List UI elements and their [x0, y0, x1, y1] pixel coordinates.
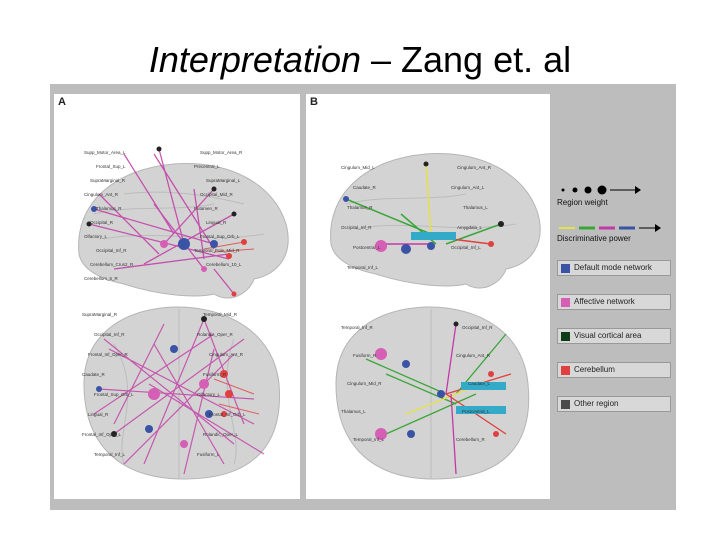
region-label: Temporal_Inf_R	[341, 325, 374, 330]
legend-other-label: Other region	[574, 399, 619, 408]
region-label: Rolandic_Oper_L	[203, 432, 239, 437]
slide-title-rest: – Zang et. al	[361, 39, 572, 80]
panel-b-graphic: Cingulum_Mid_L Cingulum_Ant_R Caudate_R Cin…	[330, 153, 541, 480]
panel-a-bottom-nodes	[96, 316, 233, 448]
region-label: Thalamus_L	[341, 409, 366, 414]
region-label: Cingulum_Ant_R	[457, 165, 492, 170]
region-label: Temporal_Mid_R	[203, 312, 238, 317]
brain-sagittal-b	[330, 153, 541, 289]
region-label: Frontal_Inf_Oper_L	[82, 432, 122, 437]
figure: A	[50, 84, 676, 510]
legend-swatch	[561, 298, 570, 307]
region-label: Fusiform_R	[203, 372, 227, 377]
region-label: SupraMarginal_L	[206, 178, 241, 183]
region-label: SupraMarginal_R	[90, 178, 126, 183]
region-label: Cingulum_Mid_R	[347, 381, 382, 386]
slide-title-italic: Interpretation	[148, 39, 361, 80]
panel-b-bottom-bar-1	[461, 382, 506, 390]
region-label: Amygdala_L	[457, 225, 483, 230]
legend-swatch	[561, 264, 570, 273]
region-label: Cerebellum_6_R	[84, 276, 119, 281]
legend-cerebellum: Cerebellum	[557, 362, 671, 378]
region-label: Thalamus_R	[347, 205, 373, 210]
legend-affective: Affective network	[557, 294, 671, 310]
legend-affective-label: Affective network	[574, 297, 635, 306]
region-label: Caudate_R	[82, 372, 106, 377]
region-label: Occipital_Mid_R	[200, 192, 234, 197]
region-label: Putamen_R	[194, 206, 219, 211]
panel-a-top-red-edges	[203, 241, 255, 253]
region-label: Occipital_Inf_R	[94, 332, 125, 337]
panel-b-top-bar	[411, 232, 456, 240]
region-label: Occipital_Inf_R	[341, 225, 372, 230]
region-label: Occipital_Inf_R	[462, 325, 493, 330]
legend-visual-label: Visual cortical area	[574, 331, 642, 340]
panel-a-graphic: Supp_Motor_Area_L Supp_Motor_Area_R Fronta…	[78, 146, 289, 480]
discriminative-power-label: Discriminative power	[557, 234, 631, 243]
region-label: Postcentral_L	[462, 409, 490, 414]
region-label: Caudate_R	[353, 185, 377, 190]
panel-a-letter: A	[58, 96, 66, 108]
region-label: Temporal_Inf_L	[353, 437, 385, 442]
region-label: Temporal_Inf_L	[94, 452, 126, 457]
region-label: Occipital_Inf_L	[451, 245, 481, 250]
region-label: SupraMarginal_R	[82, 312, 118, 317]
region-label: Lingual_R	[206, 220, 227, 225]
discriminative-power-lines	[559, 224, 661, 232]
legend-swatch	[561, 400, 570, 409]
region-label: Supp_Motor_Area_L	[84, 150, 126, 155]
region-label: Cingulum_Ant_L	[451, 185, 485, 190]
region-label: Cerebellum_R	[456, 437, 486, 442]
region-label: Frontal_Inf_Oper_R	[88, 352, 129, 357]
panel-b-letter: B	[310, 96, 318, 108]
region-label: Thalamus_L	[463, 205, 488, 210]
region-label: Fusiform_R	[353, 353, 377, 358]
region-label: Cingulum_Ant_R	[84, 192, 119, 197]
region-label: Olfactory_L	[84, 234, 108, 239]
panel-a-bottom-red-edges	[213, 378, 260, 415]
brain-axial-b	[335, 306, 530, 480]
legend-other: Other region	[557, 396, 671, 412]
legend-visual: Visual cortical area	[557, 328, 671, 344]
panel-a-top-edges	[88, 148, 235, 295]
legend-default-mode: Default mode network	[557, 260, 671, 276]
region-label: Occipital_Inf_R	[96, 248, 127, 253]
panel-a-top-nodes	[86, 146, 247, 297]
panel-b-bottom-nodes	[375, 321, 499, 440]
region-label: Cerebellum_10_L	[206, 262, 242, 267]
region-label: Supp_Motor_Area_R	[200, 150, 243, 155]
region-label: Temporal_Inf_L	[347, 265, 379, 270]
region-label: Frontal_Sup_Orb_L	[200, 234, 240, 239]
region-label: Cerebellum_Crus2_R	[90, 262, 134, 267]
region-label: Rolandic_Oper_R	[197, 332, 234, 337]
region-label: Frontal_Sup_Orb_L	[94, 392, 134, 397]
region-label: Cingulum_Ant_R	[456, 353, 491, 358]
region-label: Lingual_R	[88, 412, 109, 417]
panel-b-bottom-bar-2	[456, 406, 506, 414]
region-label: Postcentral_L	[353, 245, 381, 250]
panel-b: B	[306, 94, 550, 499]
region-label: Precentral_L	[194, 164, 220, 169]
legend-cerebellum-label: Cerebellum	[574, 365, 615, 374]
region-label: Cingulum_Mid_L	[341, 165, 375, 170]
legend-swatch	[561, 366, 570, 375]
legend-default-mode-label: Default mode network	[574, 263, 652, 272]
region-label: Olfactory_L	[197, 392, 221, 397]
region-label: Frontal_Sup_L	[96, 164, 126, 169]
region-label: Thalamus_R	[96, 206, 122, 211]
region-weight-dots	[561, 185, 641, 195]
legend-swatch	[561, 332, 570, 341]
panel-a: A	[54, 94, 300, 499]
region-weight-label: Region weight	[557, 198, 608, 207]
region-label: Frontal_Inf_Orb_L	[209, 412, 246, 417]
region-label: Cingulum_Ant_R	[209, 352, 244, 357]
legend: Region weight Discriminative power Defau…	[555, 164, 673, 494]
panel-b-top-nodes	[343, 161, 504, 254]
region-label: Caudate_L	[468, 381, 491, 386]
slide-title: Interpretation – Zang et. al	[0, 38, 720, 82]
region-label: Fusiform_L	[197, 452, 220, 457]
region-label: Occipital_R	[90, 220, 114, 225]
region-label: Temporal_Pole_Mid_R	[194, 248, 240, 253]
brain-sagittal-a	[78, 163, 289, 299]
